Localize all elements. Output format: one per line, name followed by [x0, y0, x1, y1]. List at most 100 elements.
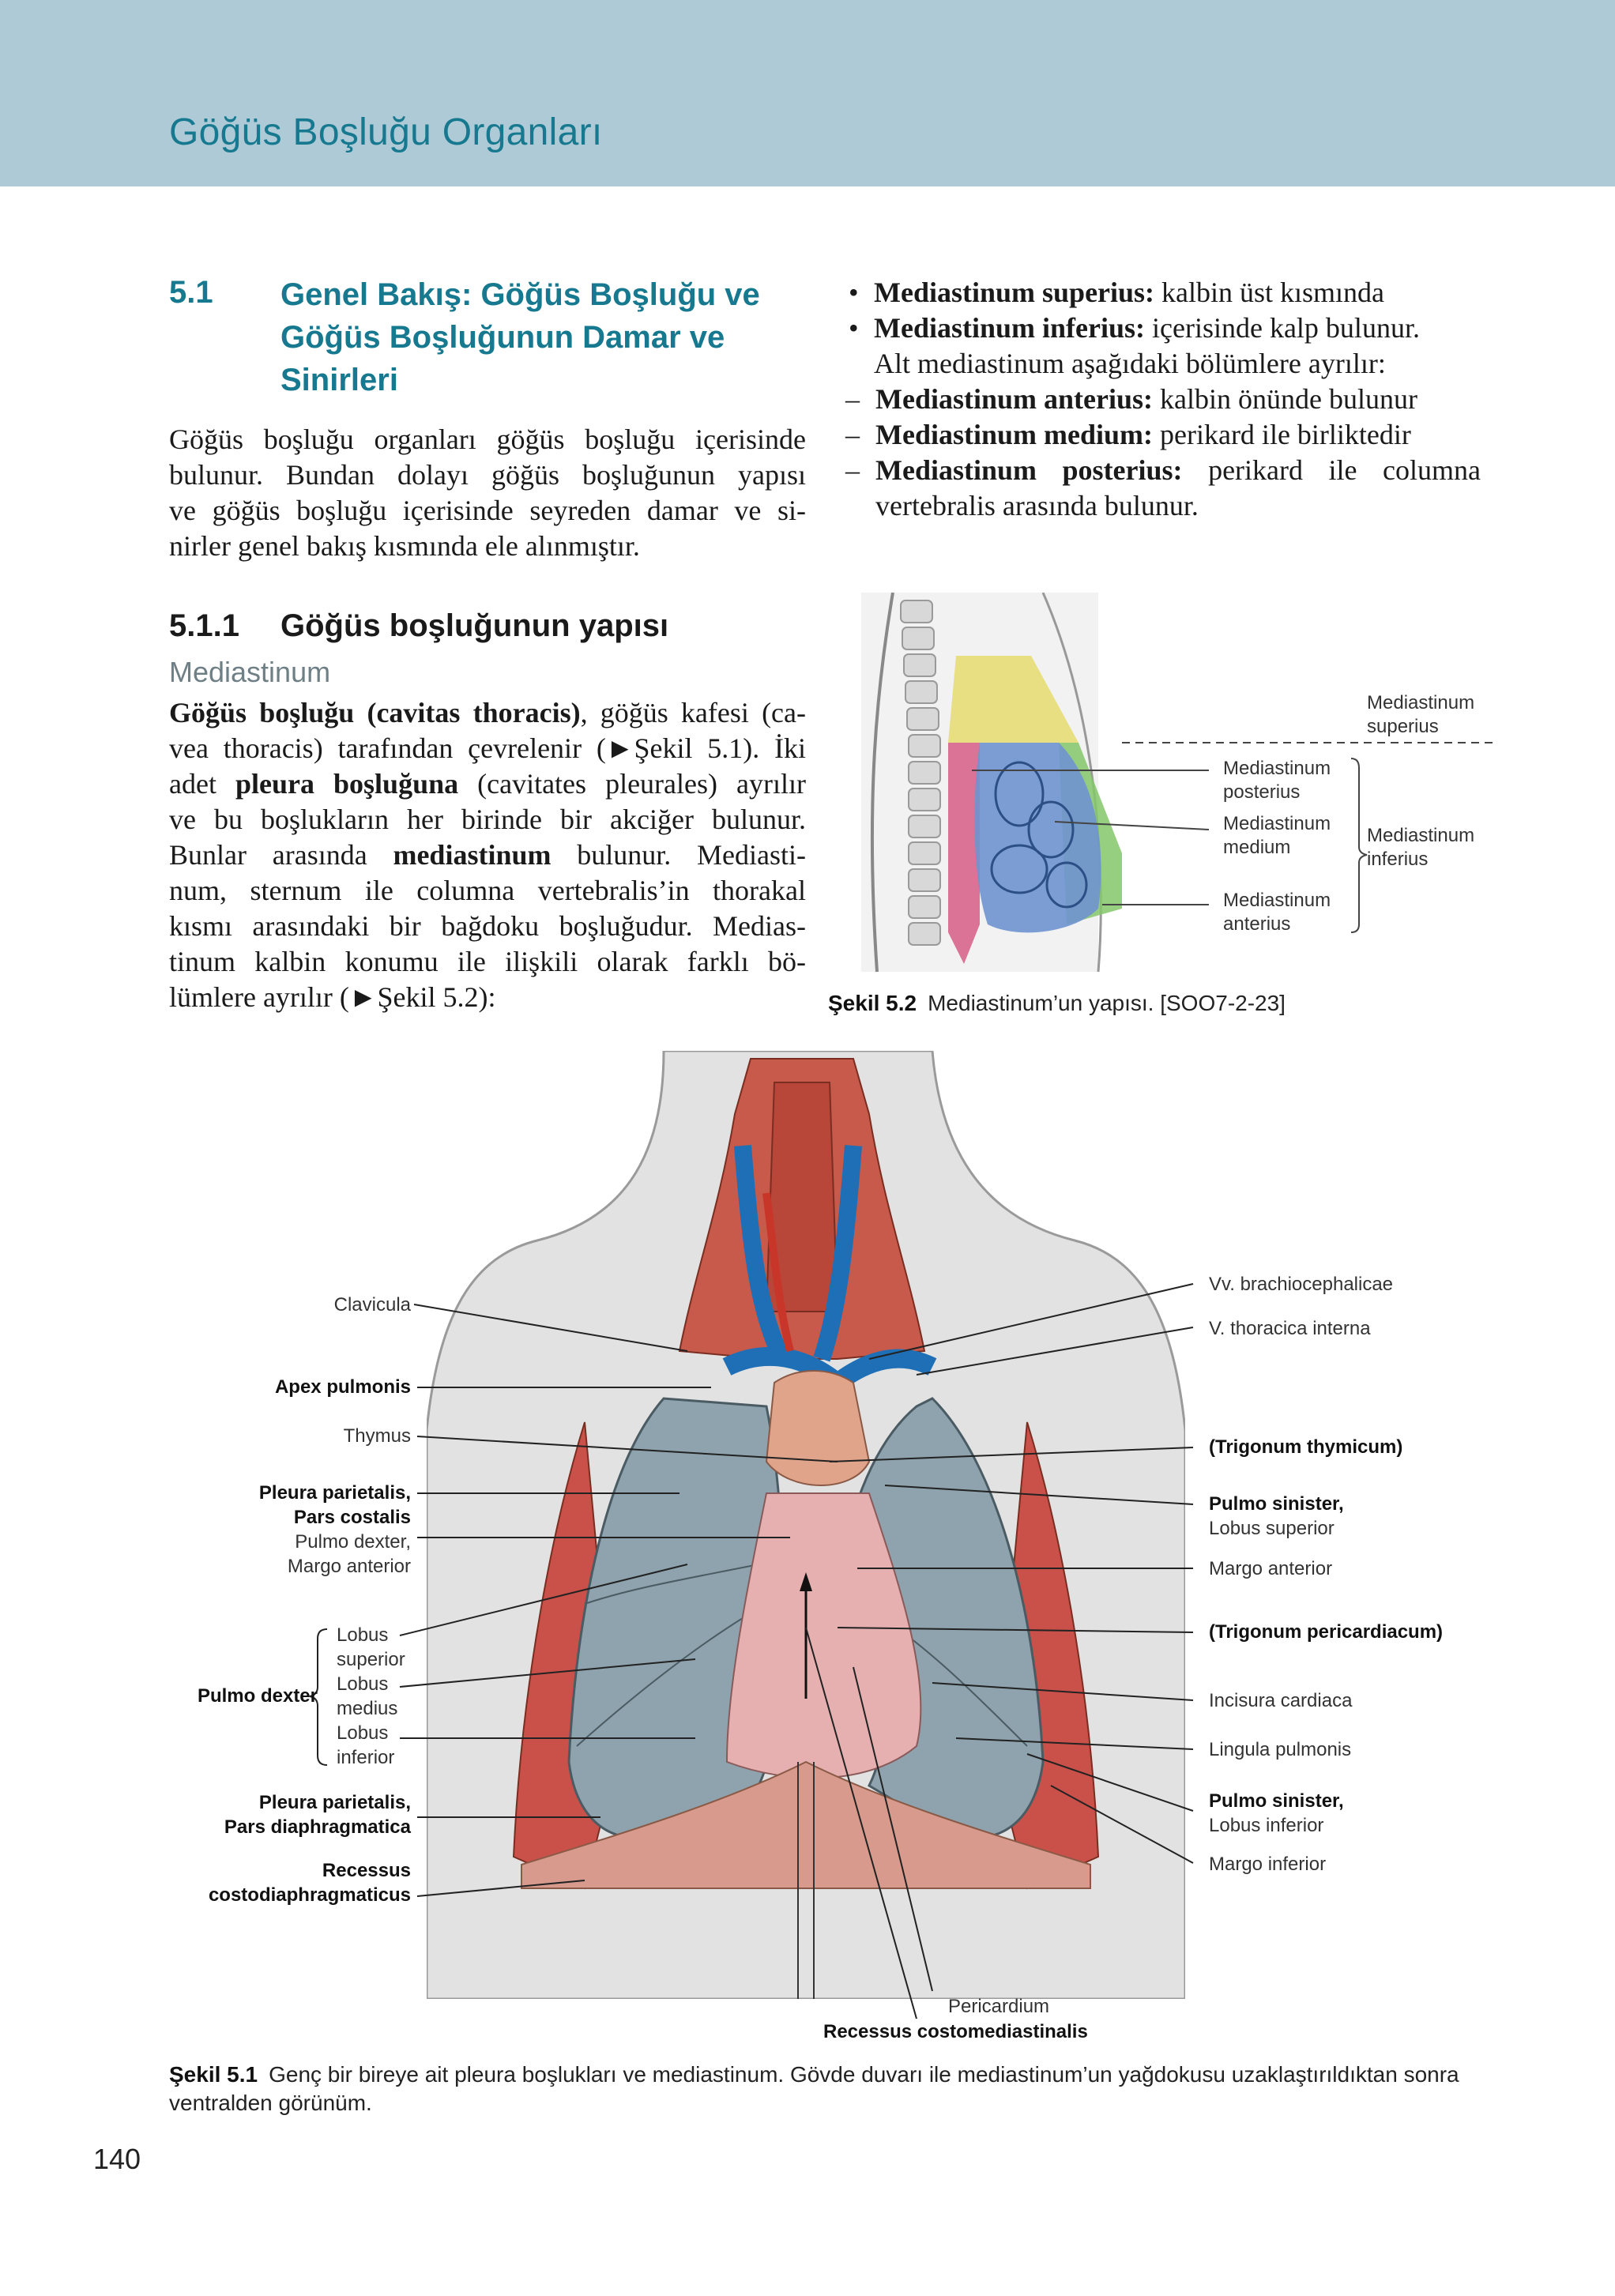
label-thymus: Thymus: [343, 1425, 411, 1447]
figure-5-1: [427, 1051, 1185, 1999]
inferius-bracket: [1350, 758, 1368, 933]
paragraph-line: kısmı arasındaki bir bağdoku boşluğudur.…: [169, 909, 806, 944]
section-title: Genel Bakış: Göğüs Boşluğu ve Göğüs Boşl…: [280, 273, 760, 401]
leader-v-thoracica-interna: [916, 1327, 1194, 1376]
label-line: Recessus: [322, 1860, 411, 1881]
bold-term: pleura boşluğuna: [235, 768, 459, 800]
jugular-vein-left: [813, 1145, 862, 1362]
list-term: Mediastinum superius:: [874, 277, 1155, 308]
jugular-vein-right: [734, 1145, 790, 1363]
text-run: num, sternum ile columna vertebralis’in …: [169, 875, 806, 906]
label-line: Margo anterior: [287, 1556, 411, 1577]
text-run: Bunlar arasında: [169, 839, 393, 871]
text-run: adet: [169, 768, 235, 800]
page-number: 140: [93, 2143, 141, 2175]
paragraph-line: num, sternum ile columna vertebralis’in …: [169, 873, 806, 909]
figure-5-2: [861, 593, 1493, 973]
label-clavicula: Clavicula: [333, 1294, 411, 1315]
label-line: inferior: [337, 1747, 395, 1768]
caption-label: Şekil 5.2: [828, 991, 917, 1015]
leader-lingula: [955, 1737, 1194, 1750]
right-horizontal-fissure: [584, 1564, 759, 1605]
label-mediastinum-anterius: Mediastinum anterius: [1223, 889, 1331, 936]
label-trigonum-thymicum: (Trigonum thymicum): [1209, 1436, 1403, 1458]
section-number: 5.1: [169, 275, 213, 310]
label-line: Mediastinum: [1367, 825, 1475, 846]
leader-clavicula: [413, 1304, 688, 1352]
label-line: Mediastinum: [1223, 758, 1331, 779]
intro-line: bulunur. Bundan dolayı göğüs boşluğunun …: [169, 459, 806, 491]
mediastinum-posterius-region: [948, 743, 980, 964]
leader-lobus-superior: [399, 1564, 688, 1636]
mediastinum-list: • Mediastinum superius: kalbin üst kısmın…: [845, 275, 1481, 524]
vertebral-column: [900, 600, 941, 946]
subsubsection-title: Mediastinum: [169, 656, 331, 688]
label-line: Mediastinum: [1223, 813, 1331, 834]
label-line: Mediastinum: [1223, 890, 1331, 911]
label-line: inferius: [1367, 849, 1429, 870]
label-incisura-cardiaca: Incisura cardiaca: [1209, 1690, 1353, 1711]
label-pleura-parietalis-diaphragmatica: Pleura parietalis, Pars diaphragmatica: [224, 1790, 411, 1839]
label-line: Pars costalis: [293, 1507, 411, 1528]
intro-line: Göğüs boşluğu organları göğüs boşluğu iç…: [169, 423, 806, 455]
list-text: vertebralis arasında bulunur.: [875, 490, 1199, 521]
diaphragm: [521, 1760, 1091, 1889]
paragraph-line: Bunlar arasında mediastinum bulunur. Med…: [169, 837, 806, 873]
bullet-marker: •: [849, 312, 859, 344]
label-pulmo-sinister-inferior: Pulmo sinister, Lobus inferior: [1209, 1789, 1344, 1838]
label-pleura-parietalis-costalis: Pleura parietalis, Pars costalis Pulmo d…: [259, 1481, 411, 1579]
carotid-artery: [762, 1192, 794, 1353]
label-line: superior: [337, 1649, 405, 1670]
section-title-line: Göğüs Boşluğunun Damar ve: [280, 320, 725, 355]
label-line: Lobus superior: [1209, 1518, 1335, 1539]
list-item: Alt mediastinum aşağıdaki bölümlere ayrı…: [845, 346, 1481, 382]
label-mediastinum-inferius: Mediastinum inferius: [1367, 824, 1474, 871]
label-pulmo-dexter: Pulmo dexter: [197, 1685, 318, 1707]
leader-lobus-medius: [399, 1658, 696, 1688]
list-text: içerisinde kalp bulunur.: [1145, 312, 1420, 344]
label-line: medius: [337, 1698, 398, 1719]
text-run: kısmı arasındaki bir bağdoku boşluğudur.…: [169, 910, 806, 942]
paragraph-line: Göğüs boşluğu (cavitas thoracis), göğüs …: [169, 695, 806, 731]
section-title-line: Genel Bakış: Göğüs Boşluğu ve: [280, 277, 760, 312]
leader-recessus-costodiaphragmaticus: [416, 1880, 585, 1897]
leader-trigonum-pericardiacum: [837, 1627, 1194, 1633]
figure-5-1-caption: Şekil 5.1 Genç bir bireye ait pleura boş…: [169, 2061, 1465, 2117]
mediastinum-paragraph: Göğüs boşluğu (cavitas thoracis), göğüs …: [169, 695, 806, 1015]
text-run: tinum kalbin konumu ile ilişkili olarak …: [169, 946, 806, 977]
pulmo-dexter-bracket: [309, 1628, 328, 1766]
mediastinum-medium-region: [974, 743, 1101, 933]
dash-marker: –: [845, 419, 860, 450]
dash-marker: –: [845, 454, 860, 486]
chapter-title: Göğüs Boşluğu Organları: [169, 111, 603, 153]
label-line: medium: [1223, 837, 1291, 858]
list-text: kalbin üst kısmında: [1154, 277, 1385, 308]
label-lingula-pulmonis: Lingula pulmonis: [1209, 1739, 1352, 1760]
list-term: Mediastinum medium:: [875, 419, 1153, 450]
label-line: anterius: [1223, 913, 1291, 935]
label-line: Pars diaphragmatica: [224, 1816, 411, 1838]
list-item: vertebralis arasında bulunur.: [845, 488, 1481, 524]
label-line: Pleura parietalis,: [258, 1792, 411, 1813]
subsection-number: 5.1.1: [169, 608, 239, 643]
thymus: [765, 1370, 871, 1486]
label-apex-pulmonis: Apex pulmonis: [274, 1376, 411, 1398]
leader-recessus-costomediastinalis: [805, 1627, 917, 2019]
label-line: superius: [1367, 716, 1439, 737]
paragraph-line: adet pleura boşluğuna (cavitates pleural…: [169, 766, 806, 802]
intro-line: ve göğüs boşluğu içerisinde seyreden dam…: [169, 495, 806, 526]
arrow-head: [800, 1572, 812, 1591]
list-text: perikard ile columna: [1182, 454, 1481, 486]
intro-paragraph: Göğüs boşluğu organları göğüs boşluğu iç…: [169, 422, 806, 564]
list-text: kalbin önünde bulunur: [1153, 383, 1417, 415]
heart-contours: [990, 761, 1088, 909]
list-text: perikard ile birliktedir: [1153, 419, 1411, 450]
label-mediastinum-posterius: Mediastinum posterius: [1223, 757, 1331, 804]
label-line: posterius: [1223, 781, 1301, 803]
leader-pulmo-sinister-inferior: [1026, 1753, 1194, 1812]
label-line: Mediastinum: [1367, 692, 1475, 713]
list-term: Mediastinum inferius:: [874, 312, 1146, 344]
leader-trigonum-thymicum: [829, 1447, 1194, 1462]
list-item: –Mediastinum posterius: perikard ile col…: [845, 453, 1481, 488]
label-line: Pulmo sinister,: [1209, 1790, 1344, 1812]
